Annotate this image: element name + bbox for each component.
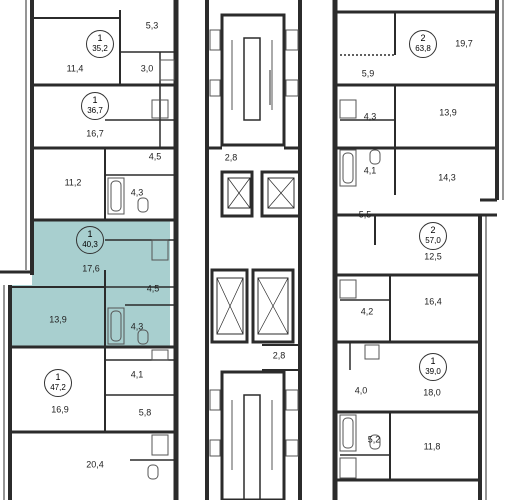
room-area: 13,9: [49, 314, 67, 325]
room-area: 16,7: [86, 128, 104, 139]
room-area: 5,5: [358, 209, 372, 220]
room-area: 4,1: [363, 165, 377, 176]
room-area: 5,2: [367, 434, 381, 445]
room-area: 18,0: [423, 387, 441, 398]
room-area: 5,8: [138, 407, 152, 418]
room-area: 11,2: [64, 177, 82, 188]
badge-rooms: 2: [430, 225, 436, 235]
badge-area: 47,2: [50, 383, 66, 392]
room-area: 2,8: [272, 350, 286, 361]
right-fixtures: [339, 99, 381, 479]
room-area: 4,3: [363, 111, 377, 122]
room-area: 20,4: [86, 459, 104, 470]
left-block-walls: [0, 0, 179, 500]
room-area: 12,5: [424, 251, 442, 262]
room-area: 2,8: [224, 152, 238, 163]
badge-area: 39,0: [425, 367, 441, 376]
badge-area: 63,8: [415, 44, 431, 53]
room-area: 17,6: [82, 263, 100, 274]
room-area: 4,2: [360, 306, 374, 317]
room-area: 19,7: [455, 38, 473, 49]
badge-rooms: 1: [92, 95, 98, 105]
room-area: 5,9: [361, 68, 375, 79]
room-area: 16,4: [424, 296, 442, 307]
badge-area: 40,3: [82, 240, 98, 249]
room-area: 3,0: [140, 63, 154, 74]
badge-rooms: 1: [87, 229, 93, 239]
highlighted-apartment[interactable]: [10, 220, 170, 347]
right-block-walls: [332, 0, 504, 500]
room-area: 4,1: [130, 369, 144, 380]
badge-rooms: 1: [97, 33, 103, 43]
core-fixtures: [209, 29, 299, 457]
badge-rooms: 2: [420, 33, 426, 43]
room-area: 5,3: [145, 20, 159, 31]
badge-rooms: 1: [430, 356, 436, 366]
room-area: 14,3: [438, 172, 456, 183]
badge-rooms: 1: [55, 372, 61, 382]
badge-area: 35,2: [92, 44, 108, 53]
room-area: 4,3: [130, 321, 144, 332]
room-area: 4,3: [130, 187, 144, 198]
room-area: 16,9: [51, 404, 69, 415]
badge-area: 36,7: [87, 106, 103, 115]
core-walls: [205, 0, 302, 500]
room-area: 11,8: [423, 441, 441, 452]
left-fixtures: [107, 59, 175, 480]
room-area: 11,4: [66, 63, 84, 74]
room-area: 4,0: [354, 385, 368, 396]
badge-area: 57,0: [425, 236, 441, 245]
room-area: 4,5: [146, 283, 160, 294]
room-area: 13,9: [439, 107, 457, 118]
room-area: 4,5: [148, 151, 162, 162]
